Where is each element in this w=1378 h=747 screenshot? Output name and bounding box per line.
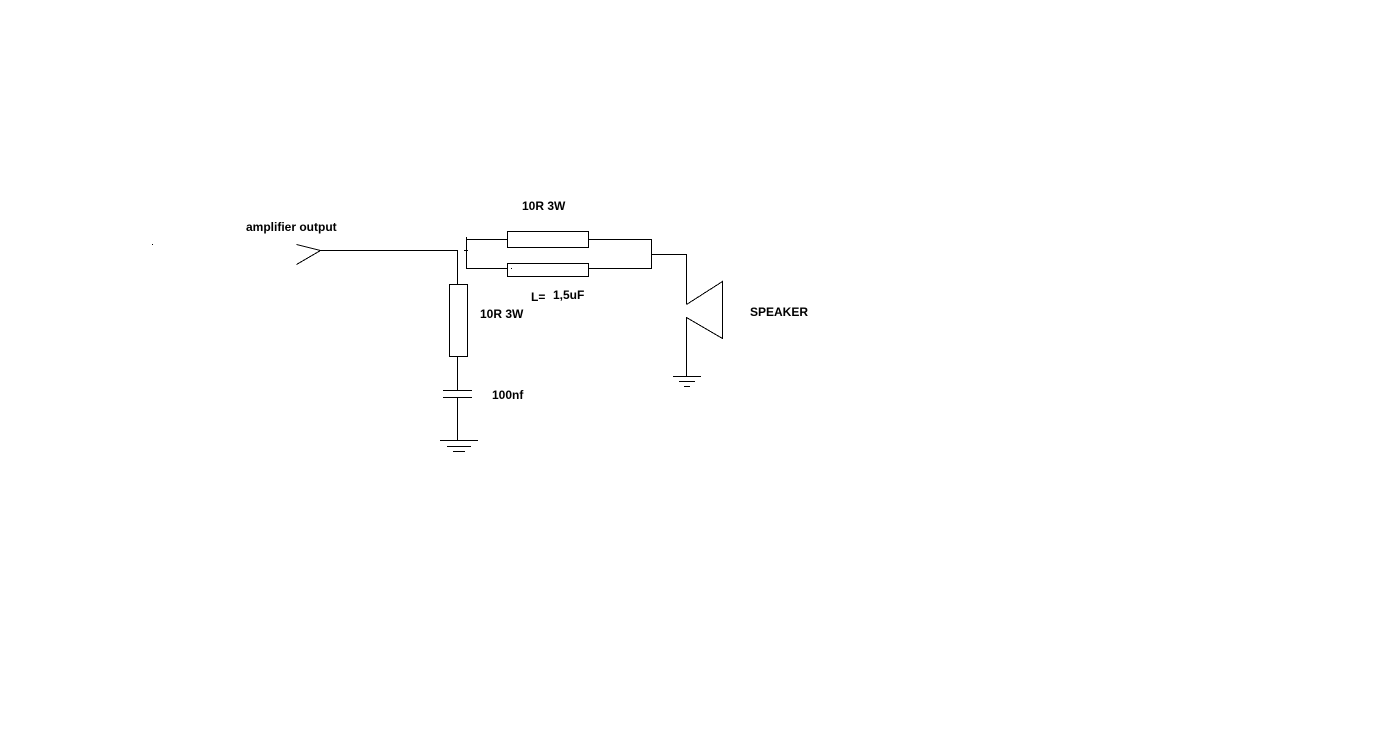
shunt-resistor xyxy=(449,284,468,357)
inductor-value-label: 1,5uF xyxy=(553,288,584,302)
shunt-capacitor xyxy=(443,390,472,398)
shunt-ground-icon xyxy=(440,440,478,452)
series-inductor xyxy=(507,263,589,277)
series-resistor-label: 10R 3W xyxy=(522,199,566,213)
speaker-label: SPEAKER xyxy=(750,305,808,319)
input-connector xyxy=(296,244,322,265)
inductor-prefix-label: L= xyxy=(531,290,545,304)
input-label: amplifier output xyxy=(246,220,337,234)
inductor-dot xyxy=(511,268,512,269)
stray-dot xyxy=(152,244,153,245)
shunt-resistor-label: 10R 3W xyxy=(480,307,524,321)
speaker-icon xyxy=(686,280,723,340)
speaker-ground-icon xyxy=(673,376,701,387)
capacitor-label: 100nf xyxy=(492,388,524,402)
series-resistor-top xyxy=(507,231,589,248)
